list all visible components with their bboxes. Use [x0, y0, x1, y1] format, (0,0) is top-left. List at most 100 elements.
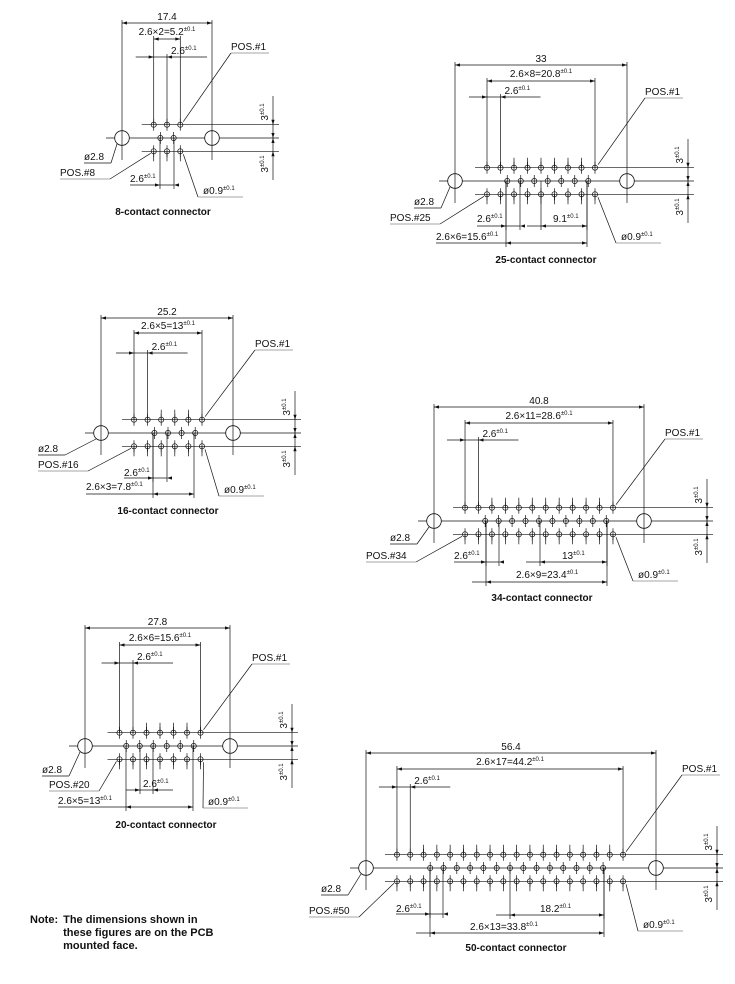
- arrowhead: [225, 626, 230, 630]
- lower-dimension-label: 2.6±0.1: [143, 779, 169, 790]
- pitch-label-tolerance: ±0.1: [518, 86, 530, 92]
- leader-line: [440, 186, 451, 209]
- leader-line: [625, 884, 639, 932]
- row-offset-label-tolerance: ±0.1: [704, 885, 710, 897]
- arrowhead: [487, 79, 492, 83]
- row-span-label-value: 2.6×8=20.8: [510, 69, 561, 80]
- pos-last-label: POS.#34: [366, 551, 407, 562]
- row-offset-label-tolerance: ±0.1: [260, 103, 266, 115]
- arrowhead: [167, 55, 172, 59]
- arrowhead: [602, 580, 607, 584]
- pin-diameter-label: ø0.9±0.1: [638, 570, 670, 581]
- hole-diameter-label: ø2.8: [414, 197, 434, 208]
- arrowhead: [396, 767, 402, 771]
- arrowhead: [271, 151, 275, 157]
- pin-diameter-label-tolerance: ±0.1: [663, 920, 675, 926]
- arrowhead: [430, 931, 435, 935]
- leader-line: [182, 154, 199, 198]
- row-span-label-tolerance: ±0.1: [184, 27, 196, 33]
- row-span-label: 2.6×8=20.8±0.1: [510, 69, 573, 80]
- arrowhead: [465, 421, 471, 425]
- pitch-label-value: 2.6: [152, 342, 166, 353]
- arrowhead: [599, 913, 604, 917]
- arrowhead: [195, 643, 201, 647]
- pin-diameter-label: ø0.9±0.1: [208, 797, 240, 808]
- pitch-label-value: 2.6: [137, 652, 151, 663]
- overall-length-label: 56.4: [501, 742, 521, 753]
- leader-line: [615, 537, 634, 582]
- row-span-label-value: 2.6×2=5.2: [139, 27, 184, 38]
- lower-dimension-label-value: 2.6: [396, 904, 410, 915]
- leader-line: [204, 349, 256, 417]
- arrowhead: [410, 785, 416, 789]
- pos-first-label: POS.#1: [252, 653, 287, 664]
- lower-dimension-label-value: 2.6×5=13: [58, 796, 101, 807]
- arrowhead: [293, 433, 297, 438]
- arrowhead: [590, 79, 595, 83]
- arrowhead: [486, 580, 491, 584]
- row-span-label: 2.6×6=15.6±0.1: [129, 633, 192, 644]
- row-offset-label-value: 3: [282, 462, 293, 468]
- row-offset-label: 3±0.1: [279, 763, 290, 781]
- lower-dimension-label-value: 2.6×13=33.8: [470, 922, 527, 933]
- lower-dimension-label-value: 18.2: [540, 904, 560, 915]
- arrowhead: [174, 183, 179, 187]
- arrowhead: [134, 331, 139, 335]
- arrowhead: [271, 119, 275, 125]
- pos-first-label: POS.#1: [682, 764, 717, 775]
- leader-line: [615, 438, 666, 505]
- arrowhead: [293, 428, 297, 433]
- arrowhead: [290, 741, 294, 746]
- row-offset-label-tolerance: ±0.1: [279, 763, 285, 775]
- leader-line: [64, 438, 97, 456]
- connector-caption: 34-contact connector: [491, 593, 592, 604]
- leader-line: [98, 761, 117, 792]
- pin-diameter-label-value: ø0.9: [224, 485, 244, 496]
- arrowhead: [189, 492, 194, 496]
- row-offset-label-value: 3: [279, 775, 290, 781]
- pitch-label-tolerance: ±0.1: [185, 46, 197, 52]
- arrowhead: [639, 405, 644, 409]
- arrowhead: [715, 881, 719, 887]
- arrowhead: [207, 21, 212, 25]
- row-offset-label: 3±0.1: [675, 146, 686, 164]
- pin-diameter-label-tolerance: ±0.1: [244, 485, 256, 491]
- pos-last-label: POS.#8: [60, 168, 95, 179]
- pitch-label-tolerance: ±0.1: [166, 342, 178, 348]
- lower-dimension-label: 2.6×6=15.6±0.1: [436, 232, 499, 243]
- lower-dimension-label-tolerance: ±0.1: [526, 922, 538, 928]
- pitch-label: 2.6±0.1: [482, 429, 508, 440]
- lower-dimension-label: 13±0.1: [562, 551, 585, 562]
- arrowhead: [499, 560, 504, 564]
- pitch-label-tolerance: ±0.1: [151, 652, 163, 658]
- lower-dimension-label-tolerance: ±0.1: [559, 904, 571, 910]
- lower-dimension-label-value: 2.6: [454, 551, 468, 562]
- leader-line: [68, 751, 81, 777]
- pos-last-label: POS.#16: [38, 460, 79, 471]
- pitch-label-value: 2.6: [505, 86, 519, 97]
- row-offset-label: 3±0.1: [279, 711, 290, 729]
- row-span-label-tolerance: ±0.1: [561, 411, 573, 417]
- note: Note: The dimensions shown in these figu…: [30, 914, 223, 953]
- row-offset-label-value: 3: [704, 845, 715, 851]
- lower-dimension-label-tolerance: ±0.1: [567, 214, 579, 220]
- row-offset-label-value: 3: [694, 550, 705, 556]
- pitch-label: 2.6±0.1: [505, 86, 531, 97]
- leader-line: [87, 447, 132, 472]
- arrowhead: [175, 37, 181, 41]
- arrowhead: [501, 224, 506, 228]
- row-span-label-value: 2.6×5=13: [141, 321, 184, 332]
- pin-diameter-label-value: ø0.9: [203, 186, 223, 197]
- hole-diameter-label: ø2.8: [390, 533, 410, 544]
- row-offset-label-tolerance: ±0.1: [282, 450, 288, 462]
- arrowhead: [618, 767, 624, 771]
- arrowhead: [582, 241, 587, 245]
- lower-dimension-label-tolerance: ±0.1: [144, 174, 156, 180]
- pos-first-label: POS.#1: [255, 339, 290, 350]
- arrowhead: [122, 21, 127, 25]
- lower-dimension-label-value: 2.6: [130, 174, 144, 185]
- arrowhead: [133, 661, 138, 665]
- leader-line: [110, 143, 118, 164]
- arrowhead: [460, 438, 466, 442]
